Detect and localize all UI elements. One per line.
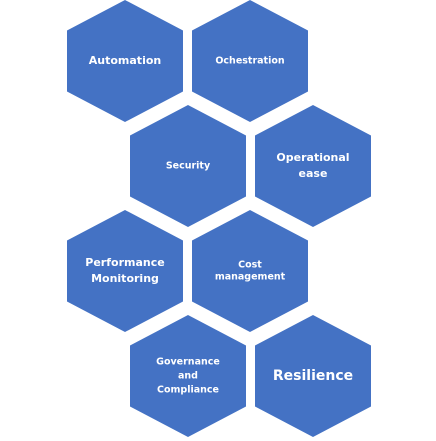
hexagon-security: Security [130,105,246,227]
hexagon-resilience: Resilience [255,315,371,437]
hexagon-label: Performance [85,256,164,269]
hexagon-automation: Automation [67,0,183,122]
hexagon-shape [67,210,183,332]
hexagon-shape [67,0,183,122]
hexagon-orchestration: Ochestration [192,0,308,122]
hexagon-label: Automation [89,54,161,67]
hexagon-operational-ease: Operational ease [255,105,371,227]
hexagon-shape [255,105,371,227]
hexagon-label: Compliance [157,385,219,396]
hexagon-shape [192,0,308,122]
hexagon-label: Security [166,161,211,172]
hexagon-label: Ochestration [215,56,285,67]
hexagon-label: ease [299,167,328,180]
hexagon-shape [130,315,246,437]
hexagon-label: Governance [156,357,220,368]
hexagon-label: Operational [276,151,349,164]
hexagon-label: Monitoring [91,272,159,285]
hexagon-shape [255,315,371,437]
hexagon-label: Cost [238,260,262,271]
hexagon-shape [130,105,246,227]
hexagon-label: management [215,272,286,283]
hexagon-label: Resilience [273,368,353,384]
hexagon-shape [192,210,308,332]
hexagon-label: and [178,371,198,382]
